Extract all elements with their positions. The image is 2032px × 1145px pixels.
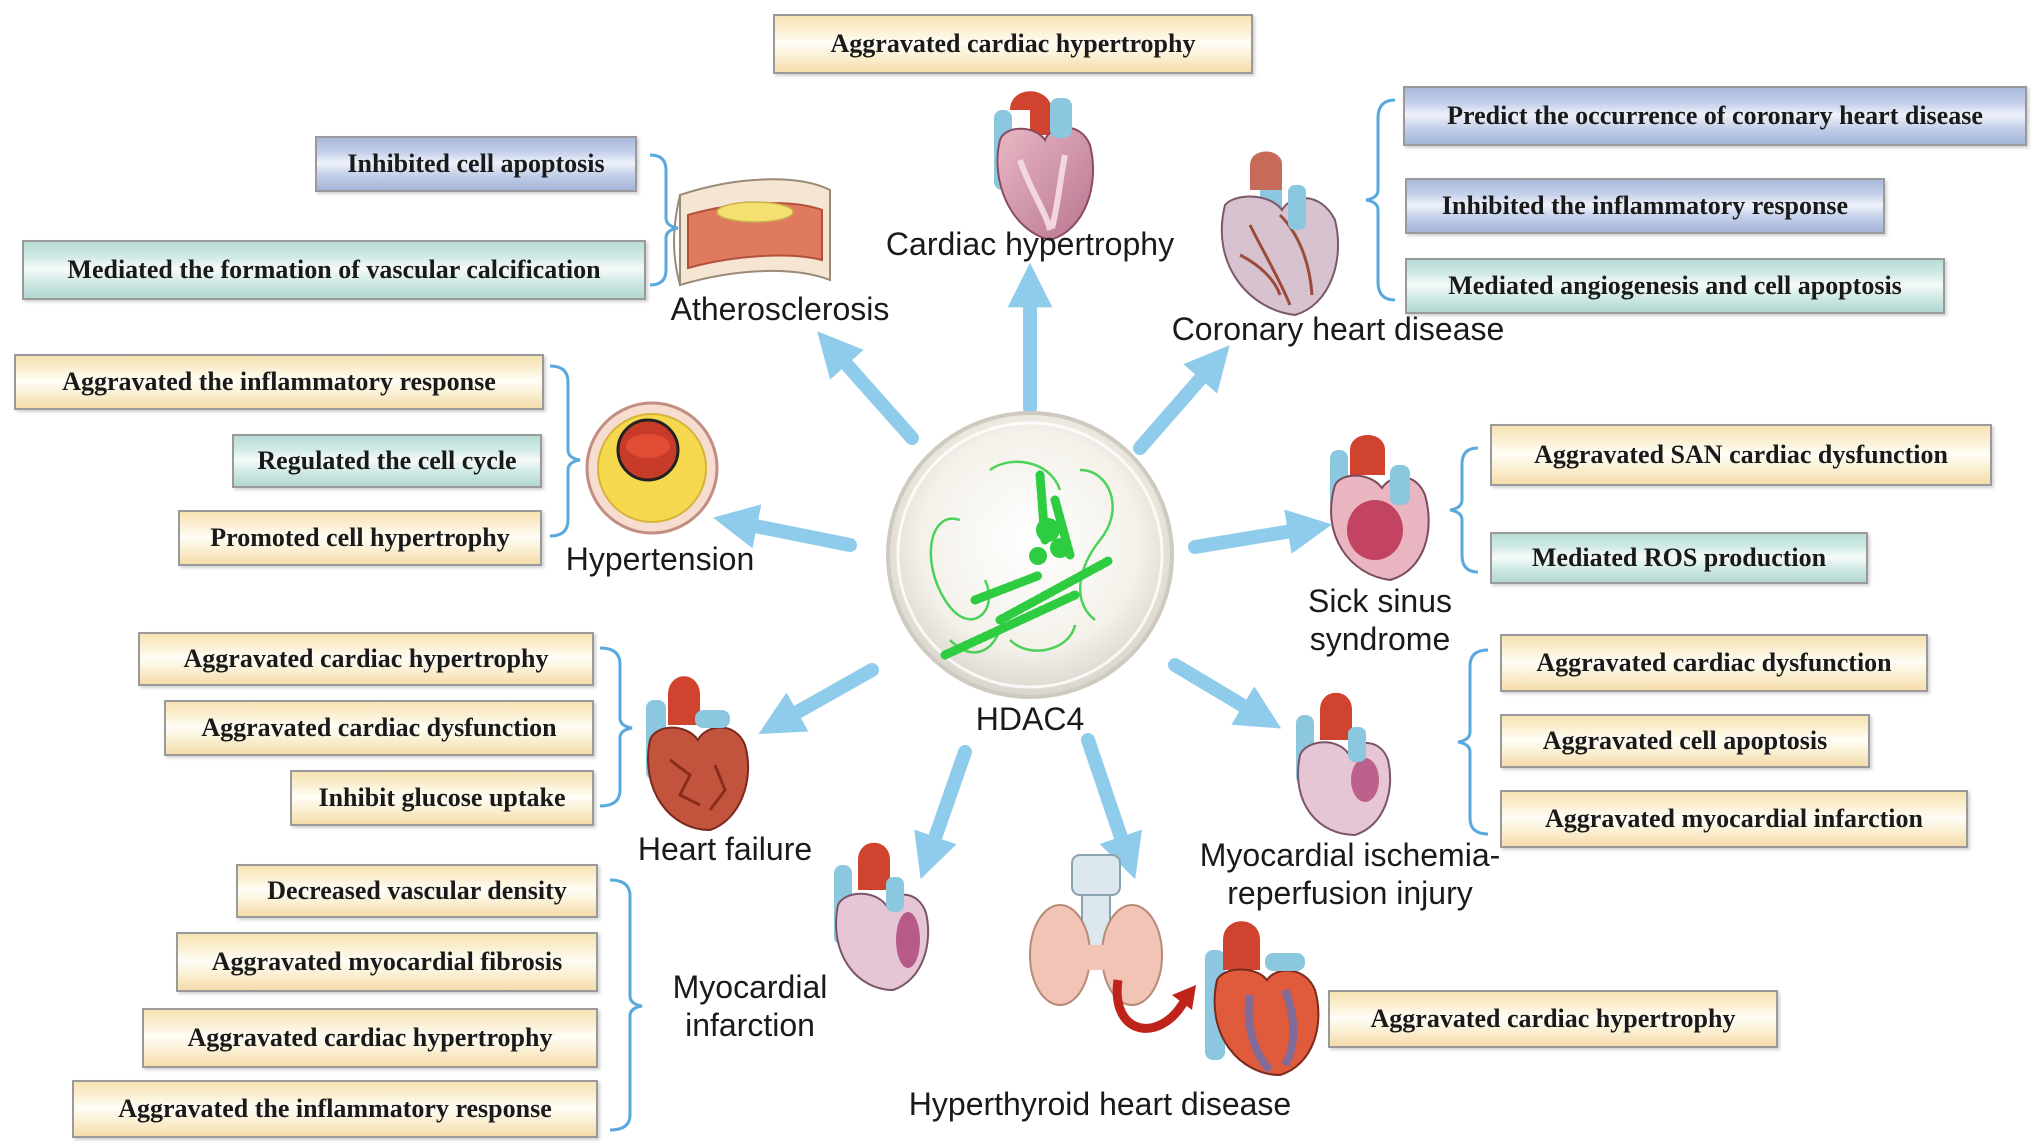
vessel-cross-section-icon (585, 401, 719, 535)
effect-box: Aggravated myocardial infarction (1500, 790, 1968, 848)
effect-box: Aggravated the inflammatory response (14, 354, 544, 410)
bracket-atherosclerosis (649, 153, 679, 287)
hyperthyroid-heart-icon (1205, 921, 1320, 1077)
arrow-hyperthyroid-heart-disease (1081, 733, 1143, 880)
label-infarction-line1: Myocardial (672, 969, 828, 1005)
label-sick-sinus-line1: Sick sinus (1307, 583, 1453, 619)
arrows (713, 262, 1333, 880)
infarction-heart-icon (834, 842, 930, 992)
effect-box: Aggravated cardiac dysfunction (164, 700, 594, 756)
effect-box: Regulated the cell cycle (232, 434, 542, 488)
effect-box: Predict the occurrence of coronary heart… (1403, 86, 2027, 146)
artery-plaque-icon (673, 178, 831, 287)
label-sick-sinus-syndrome: Sick sinus syndrome (1260, 582, 1500, 659)
label-infarction-line2: infarction (685, 1007, 815, 1044)
effect-box: Aggravated cardiac hypertrophy (142, 1008, 598, 1068)
effect-box: Aggravated SAN cardiac dysfunction (1490, 424, 1992, 486)
effect-box: Aggravated cardiac hypertrophy (773, 14, 1253, 74)
curved-arrow-icon (1112, 979, 1196, 1033)
label-myocardial-ischemia: Myocardial ischemia- reperfusion injury (1180, 836, 1520, 913)
hdac4-protein-structure (886, 411, 1174, 699)
effect-box: Aggravated cardiac hypertrophy (1328, 990, 1778, 1048)
effect-box: Inhibited the inflammatory response (1405, 178, 1885, 234)
effect-box: Aggravated the inflammatory response (72, 1080, 598, 1138)
bracket-hypertension (549, 364, 581, 538)
effect-box: Inhibit glucose uptake (290, 770, 594, 826)
effect-box: Promoted cell hypertrophy (178, 510, 542, 566)
effect-box: Decreased vascular density (236, 864, 598, 918)
label-ischemia-line2: reperfusion injury (1227, 875, 1473, 912)
effect-box: Aggravated cell apoptosis (1500, 714, 1870, 768)
center-label: HDAC4 (975, 701, 1085, 737)
sinus-heart-icon (1330, 435, 1430, 582)
bracket-heart-failure (599, 646, 633, 808)
label-myocardial-infarction: Myocardial infarction (640, 968, 860, 1045)
brackets (549, 98, 1489, 1132)
label-sick-sinus-line2: syndrome (1309, 621, 1451, 658)
ischemia-heart-icon (1296, 692, 1392, 837)
thyroid-icon (1029, 854, 1163, 1006)
heart-icon (994, 91, 1094, 242)
bracket-sick-sinus (1449, 446, 1479, 574)
arrow-myocardial-infarction (914, 745, 972, 880)
arrow-heart-failure (758, 663, 879, 735)
label-coronary-heart-disease: Coronary heart disease (1171, 311, 1505, 347)
bracket-infarction (609, 878, 643, 1132)
label-heart-failure: Heart failure (637, 831, 813, 867)
coronary-heart-icon (1220, 151, 1339, 317)
label-cardiac-hypertrophy: Cardiac hypertrophy (885, 226, 1175, 262)
arrow-atherosclerosis (817, 331, 919, 445)
label-ischemia-line1: Myocardial ischemia- (1199, 837, 1501, 873)
failing-heart-icon (646, 676, 750, 832)
label-atherosclerosis: Atherosclerosis (670, 291, 890, 327)
effect-box: Aggravated myocardial fibrosis (176, 932, 598, 992)
arrow-hypertension (713, 504, 857, 552)
effect-box: Mediated the formation of vascular calci… (22, 240, 646, 300)
arrow-sick-sinus-syndrome (1188, 509, 1333, 554)
arrow-coronary-heart-disease (1133, 345, 1230, 455)
bracket-ischemia (1457, 648, 1489, 836)
label-hypertension: Hypertension (565, 541, 755, 577)
effect-box: Mediated ROS production (1490, 532, 1868, 584)
bracket-coronary (1365, 98, 1396, 302)
effect-box: Aggravated cardiac hypertrophy (138, 632, 594, 686)
label-hyperthyroid-heart-disease: Hyperthyroid heart disease (908, 1086, 1292, 1122)
effect-box: Mediated angiogenesis and cell apoptosis (1405, 258, 1945, 314)
effect-box: Aggravated cardiac dysfunction (1500, 634, 1928, 692)
effect-box: Inhibited cell apoptosis (315, 136, 637, 192)
arrow-myocardial-ischemia (1168, 658, 1282, 729)
